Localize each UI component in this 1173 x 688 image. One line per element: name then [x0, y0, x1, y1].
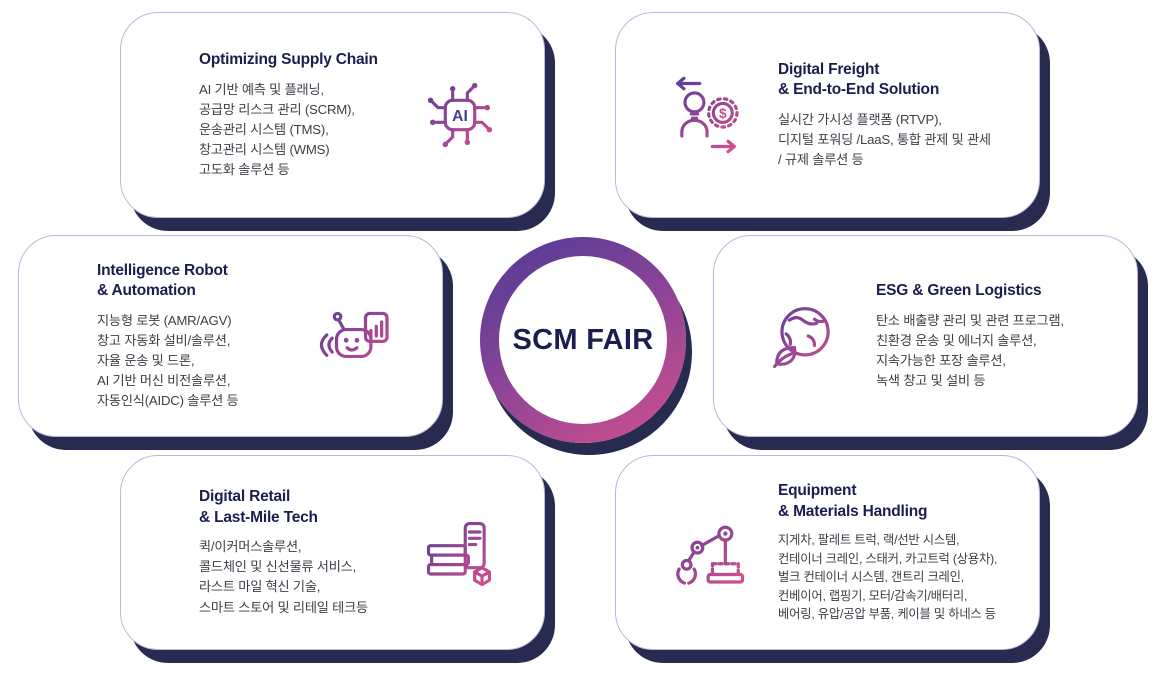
card-body: 실시간 가시성 플랫폼 (RTVP), 디지털 포워딩 /LaaS, 통합 관제… — [778, 111, 991, 167]
card-icon-block: $ — [662, 73, 750, 157]
card-body: AI 기반 예측 및 플래닝, 공급망 리스크 관리 (SCRM), 운송관리 … — [199, 81, 355, 177]
card-text-block: Digital Freight & End-to-End Solution 실시… — [778, 60, 1015, 170]
card-optimizing-supply-chain: Optimizing Supply Chain AI 기반 예측 및 플래닝, … — [120, 12, 545, 218]
card-body: 지능형 로봇 (AMR/AGV) 창고 자동화 설비/솔루션, 자율 운송 및 … — [97, 312, 239, 409]
card-text-block: Intelligence Robot & Automation 지능형 로봇 (… — [97, 261, 286, 411]
card-title: ESG & Green Logistics — [876, 282, 1042, 300]
card-title: Equipment & Materials Handling — [778, 482, 928, 520]
robotic-arm-icon — [676, 525, 745, 585]
retail-lastmile-icon — [426, 521, 491, 586]
card-digital-freight: $ Digital Freight & End-to-End Solution … — [615, 12, 1040, 218]
card-text-block: ESG & Green Logistics 탄소 배출량 관리 및 관련 프로그… — [876, 281, 1113, 391]
card-body: 퀵/이커머스솔루션, 콜드체인 및 신선물류 서비스, 라스트 마일 혁신 기술… — [199, 539, 368, 615]
center-badge: SCM FAIR — [480, 237, 686, 443]
card-title: Intelligence Robot & Automation — [97, 261, 228, 300]
card-text-block: Digital Retail & Last-Mile Tech 퀵/이커머스솔루… — [199, 487, 388, 617]
robot-icon — [319, 311, 389, 359]
freight-exchange-icon: $ — [676, 76, 739, 154]
card-equipment-materials: Equipment & Materials Handling 지게차, 팔레트 … — [615, 455, 1040, 650]
card-title: Digital Retail & Last-Mile Tech — [199, 488, 318, 526]
card-icon-block — [662, 510, 750, 596]
card-text-block: Equipment & Materials Handling 지게차, 팔레트 … — [778, 481, 1015, 623]
card-icon-block — [416, 511, 504, 595]
card-intelligence-robot: Intelligence Robot & Automation 지능형 로봇 (… — [18, 235, 443, 437]
card-icon-block — [760, 294, 848, 378]
center-badge-inner: SCM FAIR — [499, 256, 667, 424]
coin-dollar-label: $ — [719, 106, 727, 121]
globe-leaf-icon — [773, 307, 830, 369]
ai-chip-label: AI — [452, 108, 468, 125]
card-text-block: Optimizing Supply Chain AI 기반 예측 및 플래닝, … — [199, 50, 388, 180]
card-body: 지게차, 팔레트 트럭, 랙/선반 시스템, 컨테이너 크레인, 스태커, 카고… — [778, 533, 998, 622]
card-title: Optimizing Supply Chain — [199, 51, 378, 69]
card-body: 탄소 배출량 관리 및 관련 프로그램, 친환경 운송 및 에너지 솔루션, 지… — [876, 312, 1064, 388]
center-label: SCM FAIR — [512, 323, 654, 356]
ai-chip-icon: AI — [427, 82, 493, 148]
card-icon-block — [314, 293, 402, 379]
card-digital-retail: Digital Retail & Last-Mile Tech 퀵/이커머스솔루… — [120, 455, 545, 650]
card-icon-block: AI — [416, 73, 504, 157]
card-title: Digital Freight & End-to-End Solution — [778, 60, 940, 99]
card-esg-green-logistics: ESG & Green Logistics 탄소 배출량 관리 및 관련 프로그… — [713, 235, 1138, 437]
